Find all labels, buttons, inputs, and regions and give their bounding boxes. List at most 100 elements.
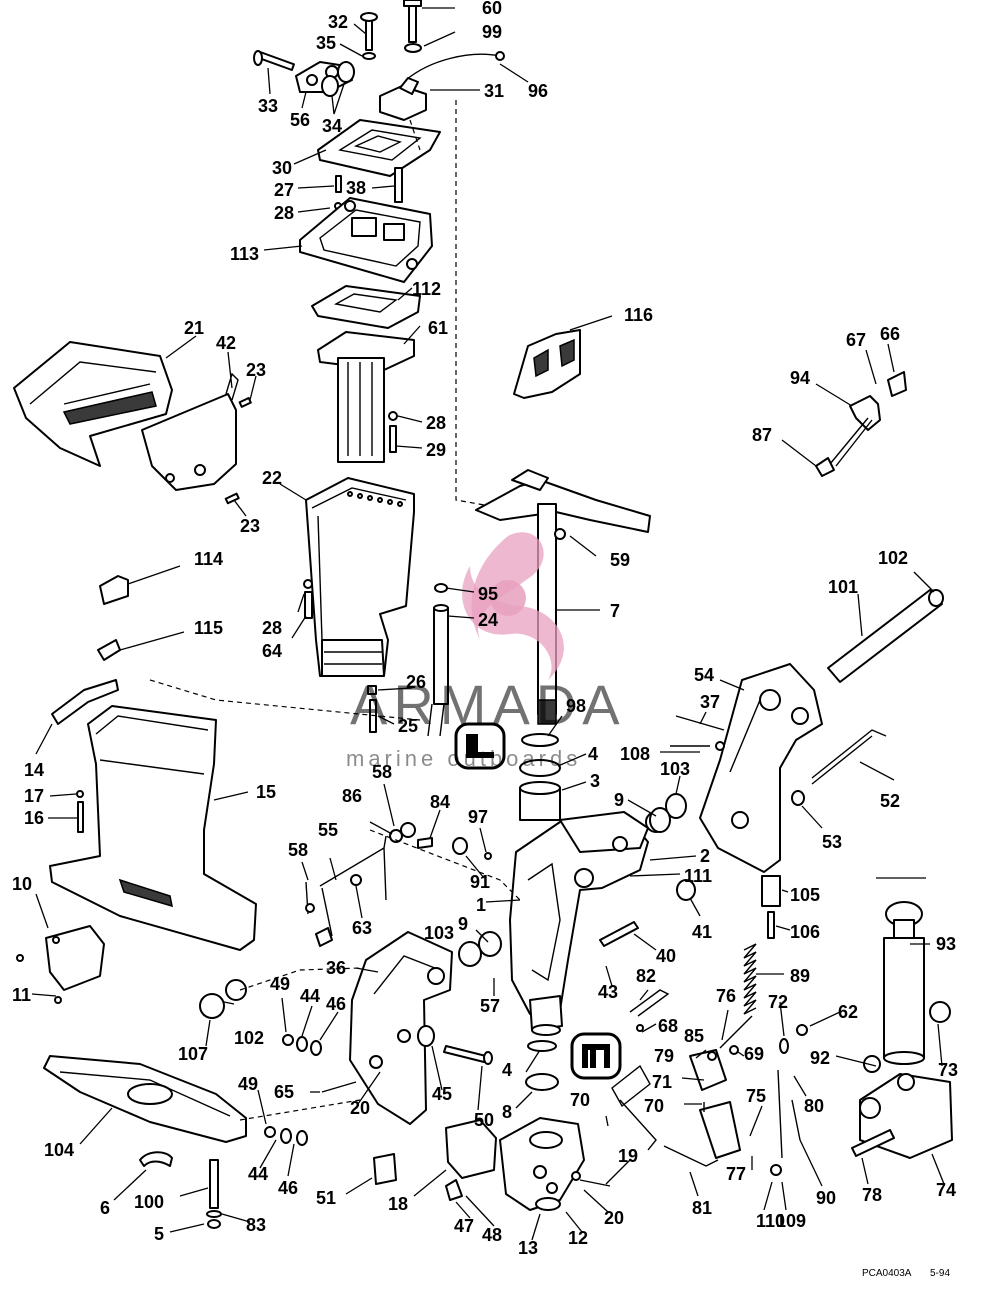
callout-35: 35 <box>316 33 336 53</box>
callout-93: 93 <box>936 934 956 954</box>
callout-74: 74 <box>936 1180 956 1200</box>
callout-114: 114 <box>194 549 223 569</box>
callout-72: 72 <box>768 992 788 1012</box>
callout-57: 57 <box>480 996 500 1016</box>
callout-101: 101 <box>828 577 858 597</box>
callout-12: 12 <box>568 1228 588 1248</box>
callout-85: 85 <box>684 1026 704 1046</box>
callout-40: 40 <box>656 946 676 966</box>
tilt-cylinder <box>851 901 953 1159</box>
driveshaft-housing <box>16 679 421 1004</box>
callout-46-top: 46 <box>326 994 346 1014</box>
callout-42: 42 <box>216 333 236 353</box>
callout-92: 92 <box>810 1048 830 1068</box>
callout-112: 112 <box>412 279 441 299</box>
watermark-logo-icon <box>462 532 564 680</box>
steering-arm-assembly <box>475 469 651 821</box>
callout-100: 100 <box>134 1192 164 1212</box>
callout-2: 2 <box>700 846 710 866</box>
callout-20-left: 20 <box>350 1098 370 1118</box>
callout-15: 15 <box>256 782 276 802</box>
callout-37: 37 <box>700 692 720 712</box>
callout-91: 91 <box>470 872 490 892</box>
callout-98: 98 <box>566 696 586 716</box>
callout-67: 67 <box>846 330 866 350</box>
callout-75: 75 <box>746 1086 766 1106</box>
callout-70-right: 70 <box>644 1096 664 1116</box>
callout-97: 97 <box>468 807 488 827</box>
callout-6: 6 <box>100 1198 110 1218</box>
callout-17: 17 <box>24 786 44 806</box>
callout-23-bottom: 23 <box>240 516 260 536</box>
callout-90: 90 <box>816 1188 836 1208</box>
callout-34: 34 <box>322 116 342 136</box>
callout-25: 25 <box>398 716 418 736</box>
top-linkage-assembly <box>253 0 505 507</box>
callout-111: 111 <box>684 866 712 886</box>
callout-43: 43 <box>598 982 618 1002</box>
callout-104: 104 <box>44 1140 74 1160</box>
callout-54: 54 <box>694 665 714 685</box>
callout-50: 50 <box>474 1110 494 1130</box>
callout-48: 48 <box>482 1225 502 1245</box>
callout-103-right: 103 <box>660 759 690 779</box>
callout-8: 8 <box>502 1102 512 1122</box>
watermark-tagline: marine outboards <box>346 746 581 771</box>
callout-106: 106 <box>790 922 820 942</box>
drawing-date: 5-94 <box>930 1268 950 1279</box>
callout-45: 45 <box>432 1084 452 1104</box>
watermark-brand: ARMADA <box>350 673 626 736</box>
callout-63: 63 <box>352 918 372 938</box>
callout-26: 26 <box>406 672 426 692</box>
callout-99: 99 <box>482 22 502 42</box>
callout-46-bottom: 46 <box>278 1178 298 1198</box>
callout-102-left: 102 <box>234 1028 264 1048</box>
callout-66: 66 <box>880 324 900 344</box>
callout-4-bottom: 4 <box>502 1060 512 1080</box>
callout-76: 76 <box>716 986 736 1006</box>
callout-23-top: 23 <box>246 360 266 380</box>
callout-70-mid: 70 <box>570 1090 590 1110</box>
stern-bracket-right <box>645 589 944 873</box>
callout-52: 52 <box>880 791 900 811</box>
leader-lines <box>31 7 945 1241</box>
callout-19: 19 <box>618 1146 638 1166</box>
callout-44-bottom: 44 <box>248 1164 268 1184</box>
callout-102-right: 102 <box>878 548 908 568</box>
callout-62: 62 <box>838 1002 858 1022</box>
callout-95: 95 <box>478 584 498 604</box>
callout-14: 14 <box>24 760 44 780</box>
callout-9-right: 9 <box>614 790 624 810</box>
callout-65: 65 <box>274 1082 294 1102</box>
callout-31: 31 <box>484 81 504 101</box>
drawing-code: PCA0403A <box>862 1268 912 1279</box>
callout-30: 30 <box>272 158 292 178</box>
callout-1: 1 <box>476 895 486 915</box>
callout-44-top: 44 <box>300 986 320 1006</box>
callout-116: 116 <box>624 305 653 325</box>
callout-79: 79 <box>654 1046 674 1066</box>
callout-38: 38 <box>346 178 366 198</box>
callout-3: 3 <box>590 771 600 791</box>
callout-10: 10 <box>12 874 32 894</box>
callout-71: 71 <box>652 1072 672 1092</box>
callout-56: 56 <box>290 110 310 130</box>
callout-28-top: 28 <box>274 203 294 223</box>
callout-58-top: 58 <box>372 762 392 782</box>
callout-60: 60 <box>482 0 502 18</box>
callout-96: 96 <box>528 81 548 101</box>
callout-4-top: 4 <box>588 744 598 764</box>
callout-47: 47 <box>454 1216 474 1236</box>
callout-84: 84 <box>430 792 450 812</box>
callout-28-mid: 28 <box>426 413 446 433</box>
callout-110: 110 <box>756 1211 785 1231</box>
callout-20-right: 20 <box>604 1208 624 1228</box>
callout-53: 53 <box>822 832 842 852</box>
callout-24: 24 <box>478 610 498 630</box>
callout-80: 80 <box>804 1096 824 1116</box>
callout-108: 108 <box>620 744 650 764</box>
callout-78: 78 <box>862 1185 882 1205</box>
callout-49-bottom: 49 <box>238 1074 258 1094</box>
callout-41: 41 <box>692 922 712 942</box>
